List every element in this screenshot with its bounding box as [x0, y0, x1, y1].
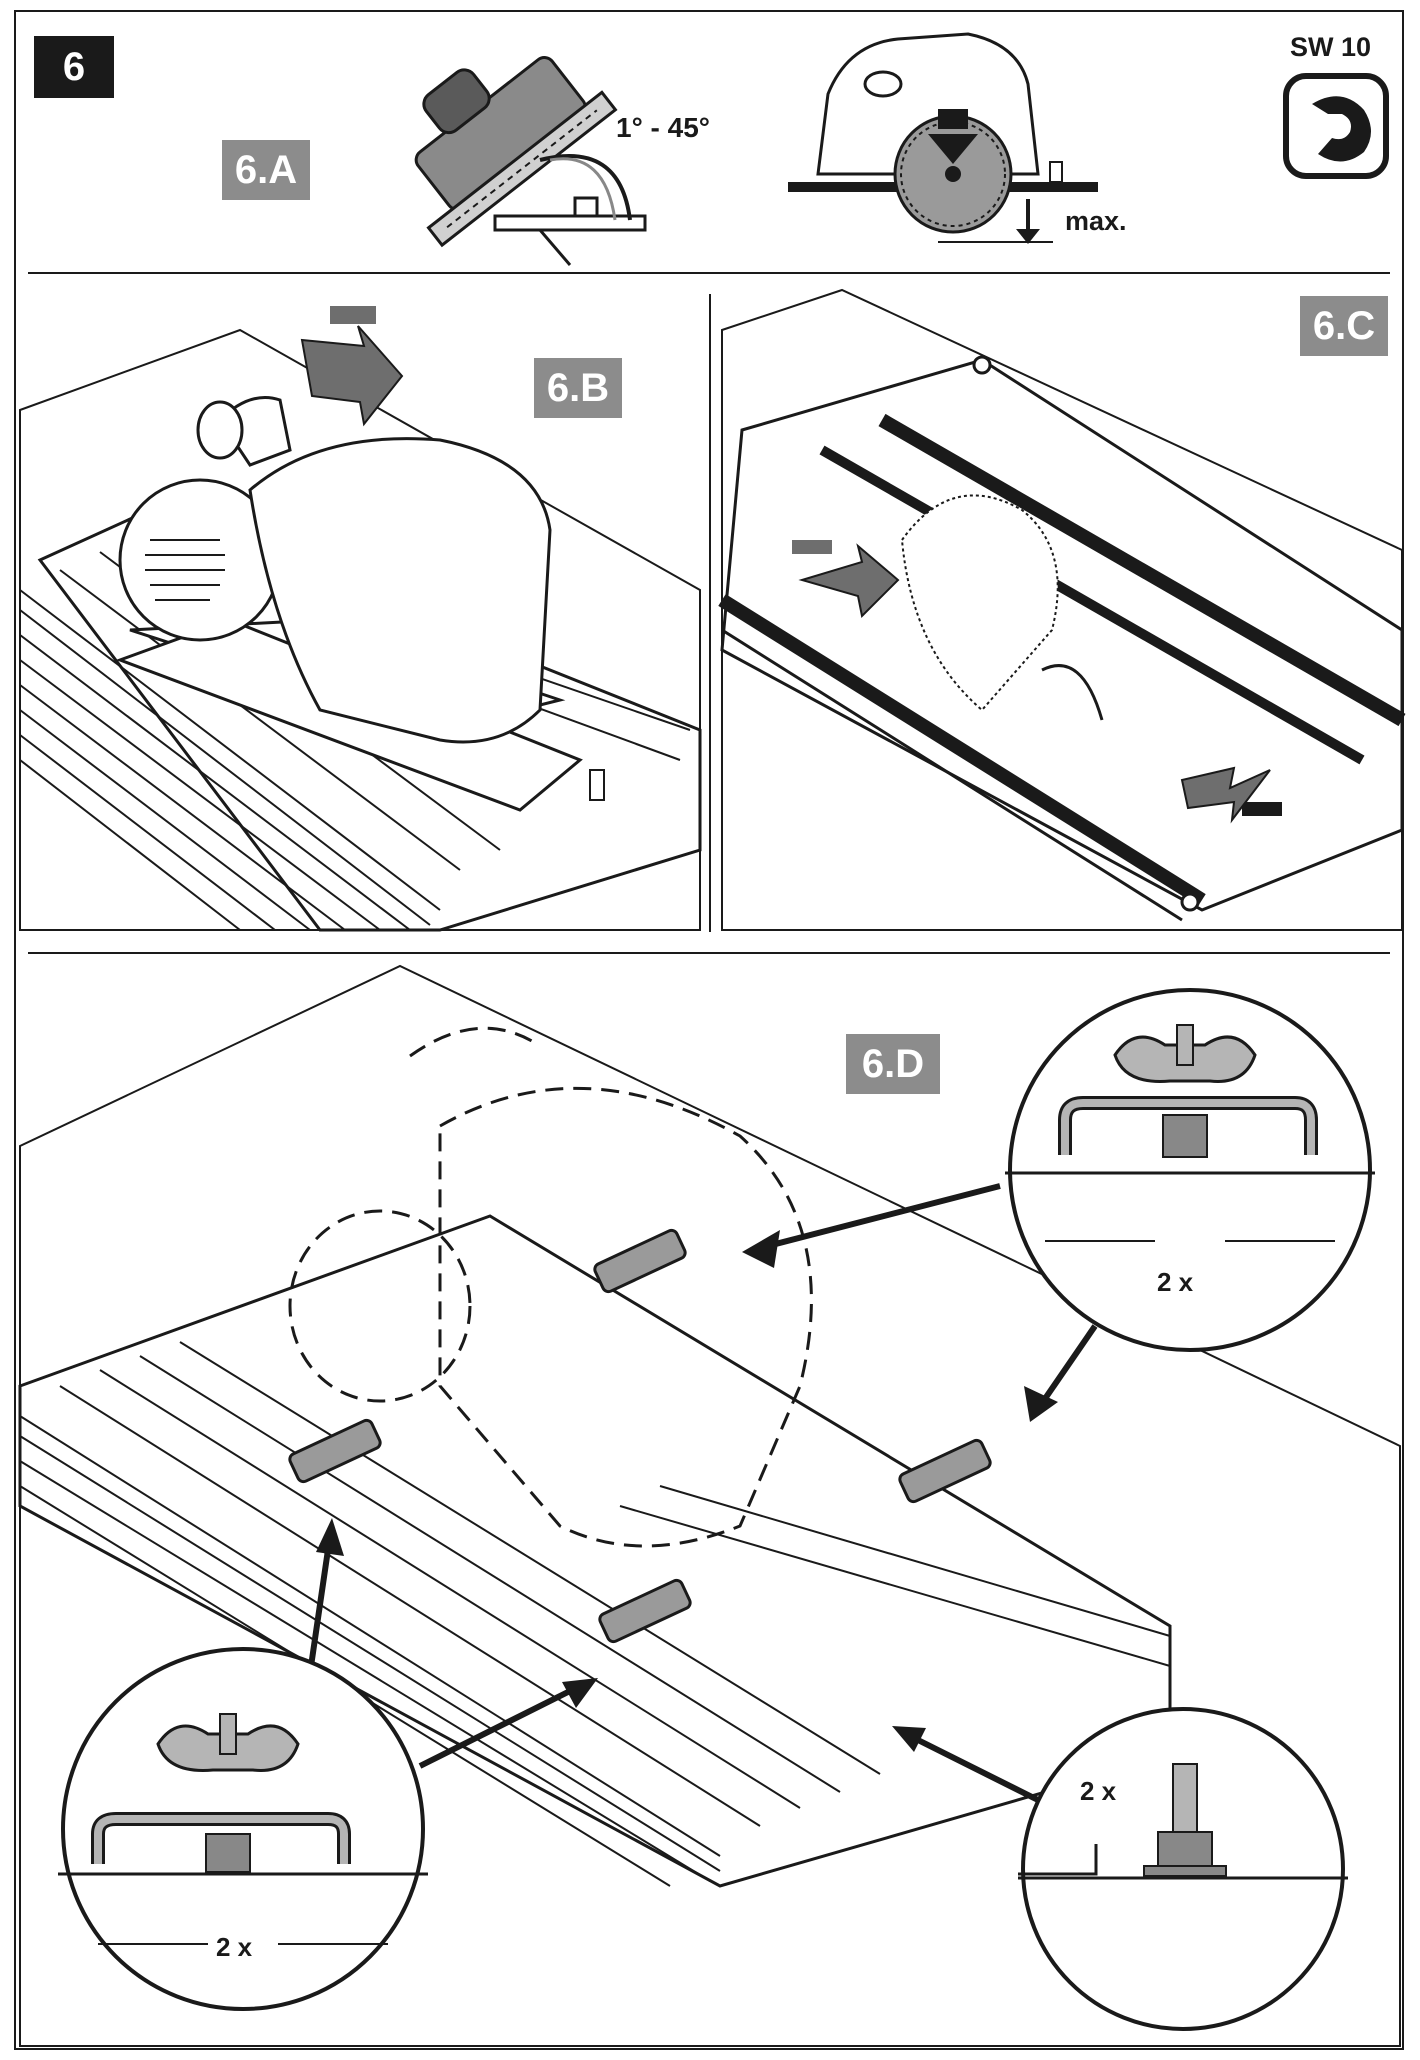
callout-quantity-bottom-left: 2 x [216, 1932, 253, 1962]
cut-depth-max-label: max. [1065, 206, 1127, 236]
panel-label-6b: 6.B [534, 358, 622, 418]
row-divider-bottom [28, 952, 1390, 954]
cut-depth-illustration [788, 32, 1098, 244]
panel-label-6d: 6.D [846, 1034, 940, 1094]
callout-quantity-bottom-right: 2 x [1080, 1776, 1117, 1806]
detail-callout-wing-nut-bracket-left [58, 1647, 428, 2011]
page-frame [14, 10, 1404, 2050]
wrench-icon [1283, 73, 1389, 179]
step-number-badge: 6 [34, 36, 114, 98]
panel-label-6a: 6.A [222, 140, 310, 200]
blade-alignment-illustration [718, 288, 1406, 931]
bevel-angle-illustration [414, 56, 647, 266]
callout-quantity-top-right: 2 x [1157, 1267, 1194, 1297]
detail-callout-bolt-nut [1018, 1707, 1348, 2031]
bevel-angle-range: 1° - 45° [616, 112, 710, 143]
row-divider-top [28, 272, 1390, 274]
panel-label-6c: 6.C [1300, 296, 1388, 356]
wrench-size-label: SW 10 [1290, 32, 1372, 62]
column-divider-middle [709, 294, 711, 932]
saw-placement-illustration [19, 306, 702, 932]
detail-callout-wing-nut-bracket [1005, 988, 1375, 1352]
